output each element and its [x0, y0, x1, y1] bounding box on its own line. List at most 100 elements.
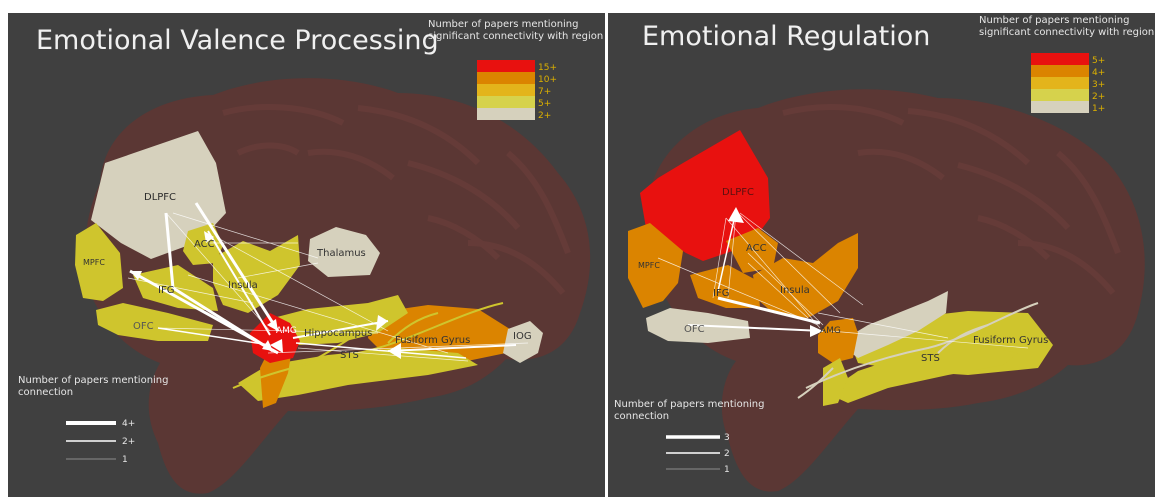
valence-region-labels: DLPFC ACC MPFC IFG Insula Thalamus OFC A…: [83, 192, 532, 361]
region-level-label: 5+: [1092, 56, 1105, 66]
region-dlpfc: [91, 131, 226, 259]
region-legend-swatches: [477, 60, 535, 120]
region-label-ifg: IFG: [713, 288, 729, 299]
region-mpfc: [75, 223, 123, 301]
valence-brain-diagram: 15+ 10+ 7+ 5+ 2+ DLPFC ACC MPFC IFG Insu…: [66, 60, 591, 494]
region-level-label: 1+: [1092, 104, 1105, 114]
region-level-label: 4+: [1092, 68, 1105, 78]
region-temporal-gray: [838, 291, 948, 358]
region-label-ofc: OFC: [133, 321, 154, 332]
region-insula: [753, 233, 858, 318]
region-acc: [183, 223, 223, 265]
arrow-ofc-amg: [687, 324, 824, 332]
region-legend-caption: Number of papers mentioning significant …: [979, 15, 1154, 39]
sulcal-vessels: [797, 302, 1039, 399]
region-sts: [238, 348, 478, 401]
region-label-fusiform: Fusiform Gyrus: [395, 335, 470, 346]
connection-legend-lines: [666, 435, 720, 470]
connection-level-label: 2+: [122, 437, 135, 447]
region-label-mpfc: MPFC: [638, 261, 660, 270]
region-amg: [818, 318, 858, 363]
arrow-iog-sts: [387, 344, 517, 352]
valence-arrowheads: [130, 231, 401, 359]
valence-connections: [127, 202, 529, 362]
region-label-ofc: OFC: [684, 324, 705, 335]
region-level-label: 10+: [538, 75, 557, 85]
region-legend-caption-line1: Number of papers mentioning: [979, 15, 1130, 26]
thin-connections: [127, 212, 529, 362]
region-label-amg: AMG: [276, 326, 297, 336]
arrow-ofc-amg: [157, 327, 271, 346]
gyri-texture: [222, 104, 571, 295]
region-iog: [503, 321, 543, 363]
panel-emotional-valence-processing: 15+ 10+ 7+ 5+ 2+ DLPFC ACC MPFC IFG Insu…: [8, 13, 605, 497]
connection-level-label: 1: [122, 455, 128, 465]
region-label-acc: ACC: [746, 243, 767, 254]
arrow-amg-dlpfc: [717, 210, 737, 292]
region-label-dlpfc: DLPFC: [722, 187, 754, 198]
regulation-brain-diagram: 5+ 4+ 3+ 2+ 1+ DLPFC ACC MPFC IFG Insula…: [628, 53, 1145, 492]
panel-title: Emotional Valence Processing: [36, 25, 439, 56]
region-label-insula: Insula: [780, 285, 810, 296]
region-amg: [250, 313, 300, 363]
connection-level-label: 1: [724, 465, 730, 475]
region-dlpfc: [640, 130, 770, 261]
region-level-label: 15+: [538, 63, 557, 73]
connection-level-label: 3: [724, 433, 730, 443]
region-ifg: [690, 265, 760, 308]
region-level-label: 7+: [538, 87, 551, 97]
region-level-label: 5+: [538, 99, 551, 109]
region-legend-caption-line2: significant connectivity with region: [428, 31, 604, 42]
connection-legend-levels: 3 2 1: [724, 433, 730, 475]
region-legend-levels: 5+ 4+ 3+ 2+ 1+: [1092, 56, 1105, 114]
arrow-fusiform-amg: [295, 342, 467, 359]
connection-legend-levels: 4+ 2+ 1: [122, 419, 135, 465]
region-label-mpfc: MPFC: [83, 258, 105, 267]
region-mpfc: [628, 223, 683, 308]
region-legend-levels: 15+ 10+ 7+ 5+ 2+: [538, 63, 557, 121]
region-label-sts: STS: [340, 350, 359, 361]
arrow-dlpfc-ifg: [164, 212, 175, 289]
region-temporal-pole: [823, 358, 848, 406]
region-label-fusiform: Fusiform Gyrus: [973, 335, 1048, 346]
connection-legend-caption-line2: connection: [614, 411, 670, 422]
connection-legend-caption-line2: connection: [18, 387, 74, 398]
sulcal-vessels: [232, 302, 504, 389]
region-label-acc: ACC: [194, 239, 215, 250]
regulation-arrowheads: [728, 207, 823, 337]
connection-level-label: 4+: [122, 419, 135, 429]
connection-legend-caption-line1: Number of papers mentioning: [614, 399, 765, 410]
region-label-hippocampus: Hippocampus: [304, 328, 372, 339]
region-label-dlpfc: DLPFC: [144, 192, 176, 203]
region-label-iog: IOG: [513, 331, 532, 342]
connection-level-label: 2: [724, 449, 730, 459]
region-legend-caption-line1: Number of papers mentioning: [428, 19, 579, 30]
thin-connections: [657, 210, 1029, 349]
region-level-label: 3+: [1092, 80, 1105, 90]
connection-legend-caption: Number of papers mentioning connection: [18, 375, 169, 399]
arrow-ifg-amg: [172, 286, 274, 353]
region-legend-swatches: [1031, 53, 1089, 113]
arrow-amg-hippocampus: [292, 320, 389, 339]
region-label-thalamus: Thalamus: [316, 248, 366, 259]
regulation-connections: [657, 210, 1029, 349]
connection-legend-caption: Number of papers mentioning connection: [614, 399, 765, 423]
region-insula: [213, 235, 300, 313]
region-level-label: 2+: [538, 111, 551, 121]
region-level-label: 2+: [1092, 92, 1105, 102]
panel-emotional-regulation: 5+ 4+ 3+ 2+ 1+ DLPFC ACC MPFC IFG Insula…: [608, 13, 1155, 497]
region-hippocampus: [273, 295, 408, 345]
region-sts: [826, 343, 1018, 403]
region-legend-caption-line2: significant connectivity with region: [979, 27, 1155, 38]
connection-legend-lines: [66, 421, 116, 460]
region-label-amg: AMG: [820, 326, 841, 336]
gyri-texture: [782, 104, 1121, 295]
region-label-ifg: IFG: [158, 285, 174, 296]
region-label-insula: Insula: [228, 280, 258, 291]
region-legend-caption: Number of papers mentioning significant …: [428, 19, 603, 43]
arrow-acc-amg: [207, 230, 271, 336]
regulation-region-labels: DLPFC ACC MPFC IFG Insula OFC AMG STS Fu…: [638, 187, 1048, 364]
region-label-sts: STS: [921, 353, 940, 364]
panel-title: Emotional Regulation: [642, 21, 931, 52]
